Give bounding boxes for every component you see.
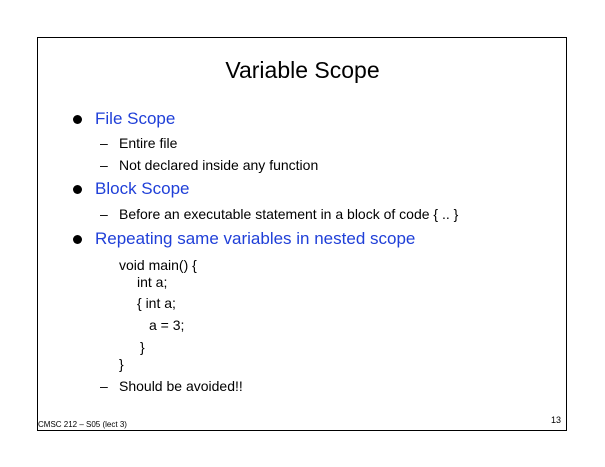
- code-line: a = 3;: [149, 317, 185, 333]
- bullet-dot: [73, 235, 82, 244]
- sub-item-before-executable: Before an executable statement in a bloc…: [119, 206, 459, 222]
- code-line: }: [140, 339, 145, 355]
- sub-item-should-be-avoided: Should be avoided!!: [119, 378, 243, 394]
- page-number: 13: [551, 415, 562, 425]
- bullet-dot: [73, 115, 82, 124]
- sub-dash: –: [100, 206, 108, 222]
- bullet-block-scope: Block Scope: [95, 179, 190, 198]
- bullet-dot: [73, 185, 82, 194]
- bullet-file-scope: File Scope: [95, 109, 176, 128]
- slide-title: Variable Scope: [225, 57, 380, 83]
- code-line: { int a;: [137, 295, 176, 311]
- code-line: }: [119, 356, 124, 372]
- sub-dash: –: [100, 378, 108, 394]
- bullet-repeating-variables: Repeating same variables in nested scope: [95, 229, 416, 248]
- sub-dash: –: [100, 135, 108, 151]
- footer-course-label: CMSC 212 – S05 (lect 3): [38, 420, 127, 429]
- slide-frame: [37, 37, 567, 431]
- code-line: int a;: [137, 274, 168, 290]
- sub-dash: –: [100, 157, 108, 173]
- code-line: void main() {: [119, 257, 197, 273]
- sub-item-not-declared: Not declared inside any function: [119, 157, 319, 173]
- sub-item-entire-file: Entire file: [119, 135, 178, 151]
